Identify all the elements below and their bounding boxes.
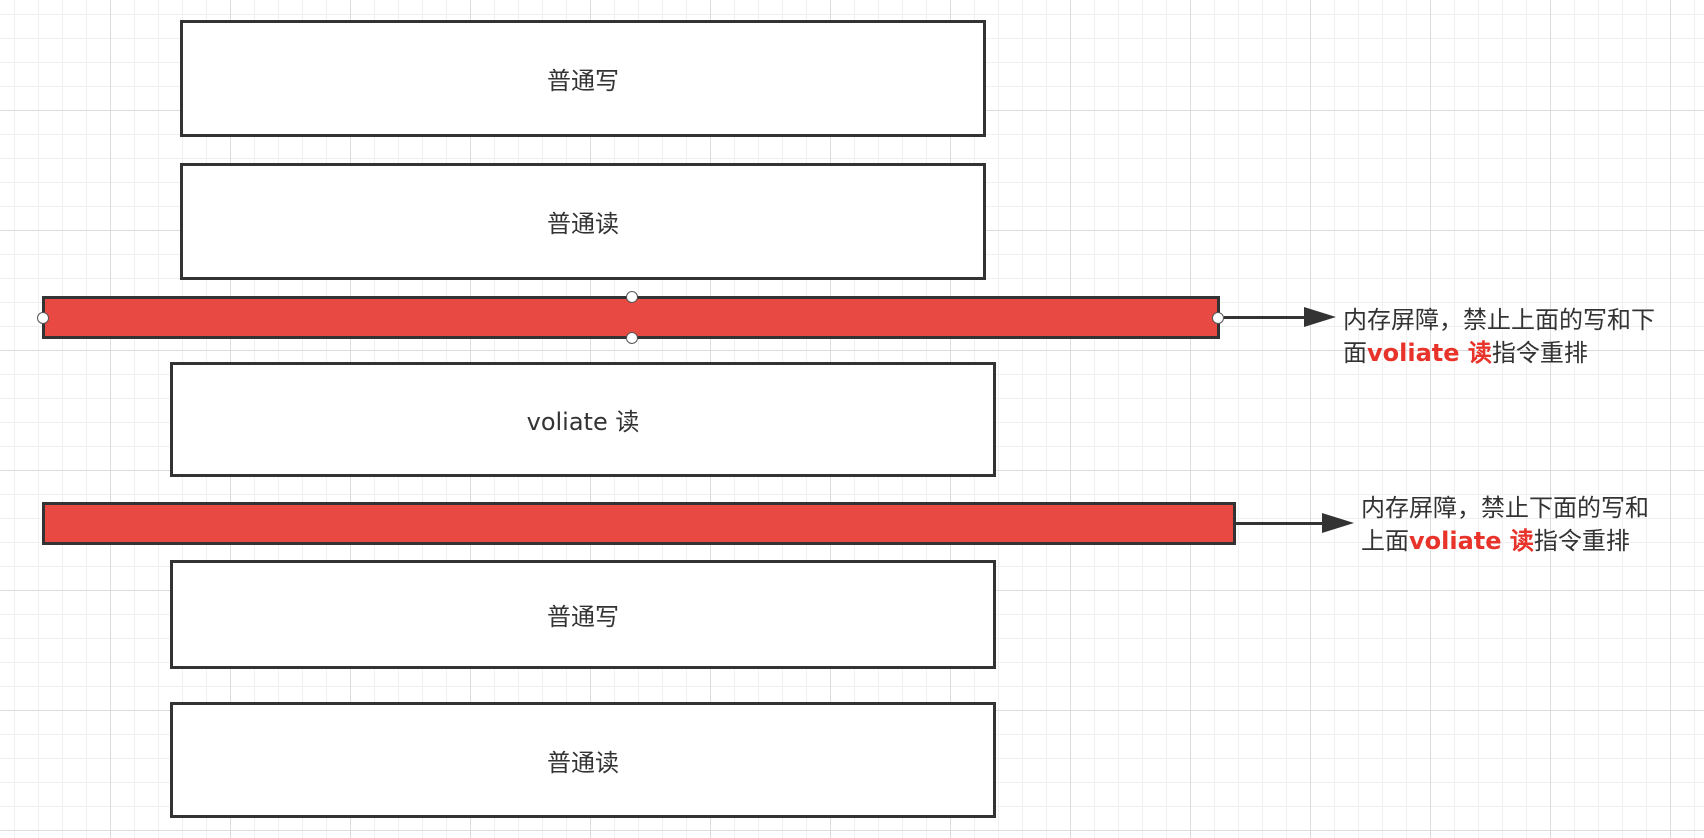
box-label: 普通读 bbox=[547, 210, 619, 238]
box-label: 普通读 bbox=[547, 748, 619, 777]
note-suffix: 指令重排 bbox=[1533, 527, 1630, 555]
resize-handle-right[interactable] bbox=[1212, 312, 1224, 324]
note-line-2: 上面voliate 读指令重排 bbox=[1361, 525, 1649, 558]
note-prefix: 上面 bbox=[1361, 527, 1409, 555]
arrow-head-icon bbox=[1304, 307, 1336, 327]
note-line-2: 面voliate 读指令重排 bbox=[1343, 337, 1655, 370]
connector-line-1 bbox=[1224, 316, 1304, 319]
box-normal-read-1[interactable]: 普通读 bbox=[180, 163, 986, 280]
note-highlight: voliate 读 bbox=[1367, 339, 1492, 367]
box-normal-read-2[interactable]: 普通读 bbox=[170, 702, 996, 818]
barrier-note-2: 内存屏障，禁止下面的写和 上面voliate 读指令重排 bbox=[1361, 492, 1649, 558]
note-suffix: 指令重排 bbox=[1491, 339, 1588, 367]
box-label: voliate 读 bbox=[526, 408, 640, 436]
box-normal-write-2[interactable]: 普通写 bbox=[170, 560, 996, 669]
box-normal-write-1[interactable]: 普通写 bbox=[180, 20, 986, 137]
box-volatile-read[interactable]: voliate 读 bbox=[170, 362, 996, 477]
box-label: 普通写 bbox=[547, 603, 619, 631]
box-label: 普通写 bbox=[547, 67, 619, 95]
note-line-1: 内存屏障，禁止上面的写和下 bbox=[1343, 306, 1655, 334]
connector-line-2 bbox=[1236, 522, 1322, 525]
note-line-1: 内存屏障，禁止下面的写和 bbox=[1361, 494, 1649, 522]
barrier-note-1: 内存屏障，禁止上面的写和下 面voliate 读指令重排 bbox=[1343, 304, 1655, 370]
note-prefix: 面 bbox=[1343, 339, 1367, 367]
arrow-head-icon bbox=[1322, 513, 1354, 533]
resize-handle-bottom[interactable] bbox=[626, 332, 638, 344]
resize-handle-left[interactable] bbox=[37, 312, 49, 324]
memory-barrier-2[interactable] bbox=[42, 502, 1236, 545]
note-highlight: voliate 读 bbox=[1409, 527, 1534, 555]
resize-handle-top[interactable] bbox=[626, 291, 638, 303]
